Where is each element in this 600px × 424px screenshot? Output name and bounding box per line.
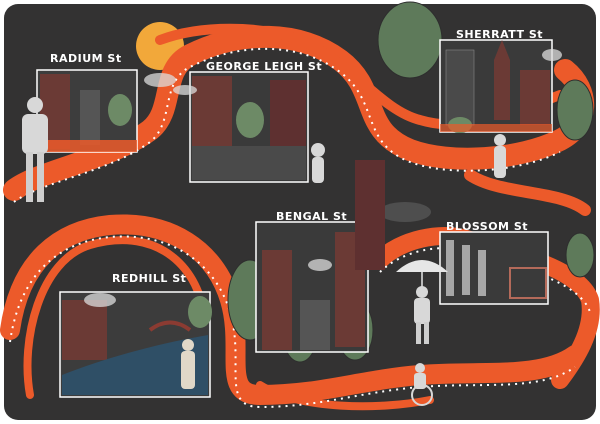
radium-scene bbox=[22, 69, 138, 202]
bengal-scene bbox=[255, 160, 385, 353]
george-leigh-st-label: GEORGE LEIGH St bbox=[206, 60, 322, 73]
cloud bbox=[379, 202, 431, 222]
radium-st-label: RADIUM St bbox=[50, 52, 122, 65]
blossom-st-label: BLOSSOM St bbox=[446, 220, 528, 233]
redhill-st-label: REDHILL St bbox=[112, 272, 186, 285]
birds bbox=[84, 49, 562, 307]
sherratt-scene bbox=[439, 39, 553, 178]
sherratt-st-label: SHERRATT St bbox=[456, 28, 543, 41]
path-dashes bbox=[9, 47, 591, 409]
redhill-scene bbox=[59, 291, 212, 398]
blossom-scene bbox=[396, 231, 549, 406]
george-leigh-scene bbox=[189, 71, 325, 183]
bengal-st-label: BENGAL St bbox=[276, 210, 347, 223]
